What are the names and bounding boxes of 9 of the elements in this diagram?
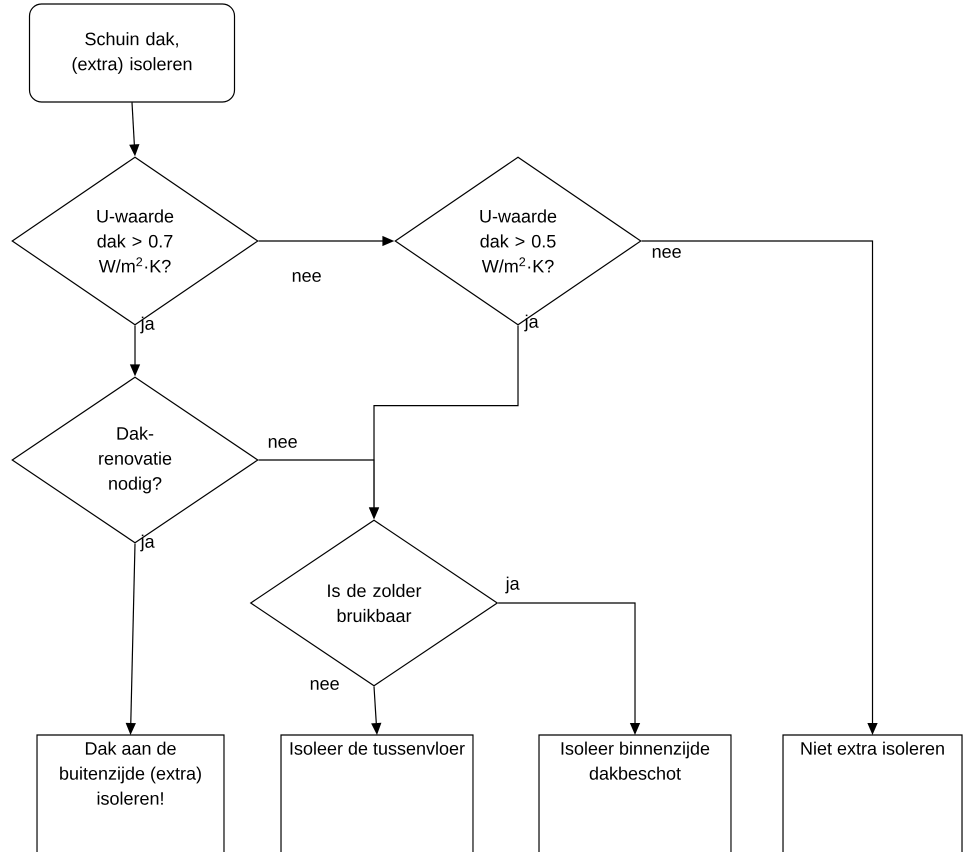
result-box: Dak aan de buitenzijde (extra) isoleren! [36,734,225,852]
edge-label: nee [292,272,321,282]
edge-label: ja [505,576,520,594]
edge-label: nee [652,248,681,258]
result-box: Niet extra isoleren [782,734,963,852]
result-box: Isoleer binnenzijde dakbeschot [538,734,732,852]
result-box: Isoleer de tussenvloer [280,734,474,852]
edge-label: nee [268,438,297,448]
start-box: Schuin dak, (extra) isoleren [28,3,236,103]
